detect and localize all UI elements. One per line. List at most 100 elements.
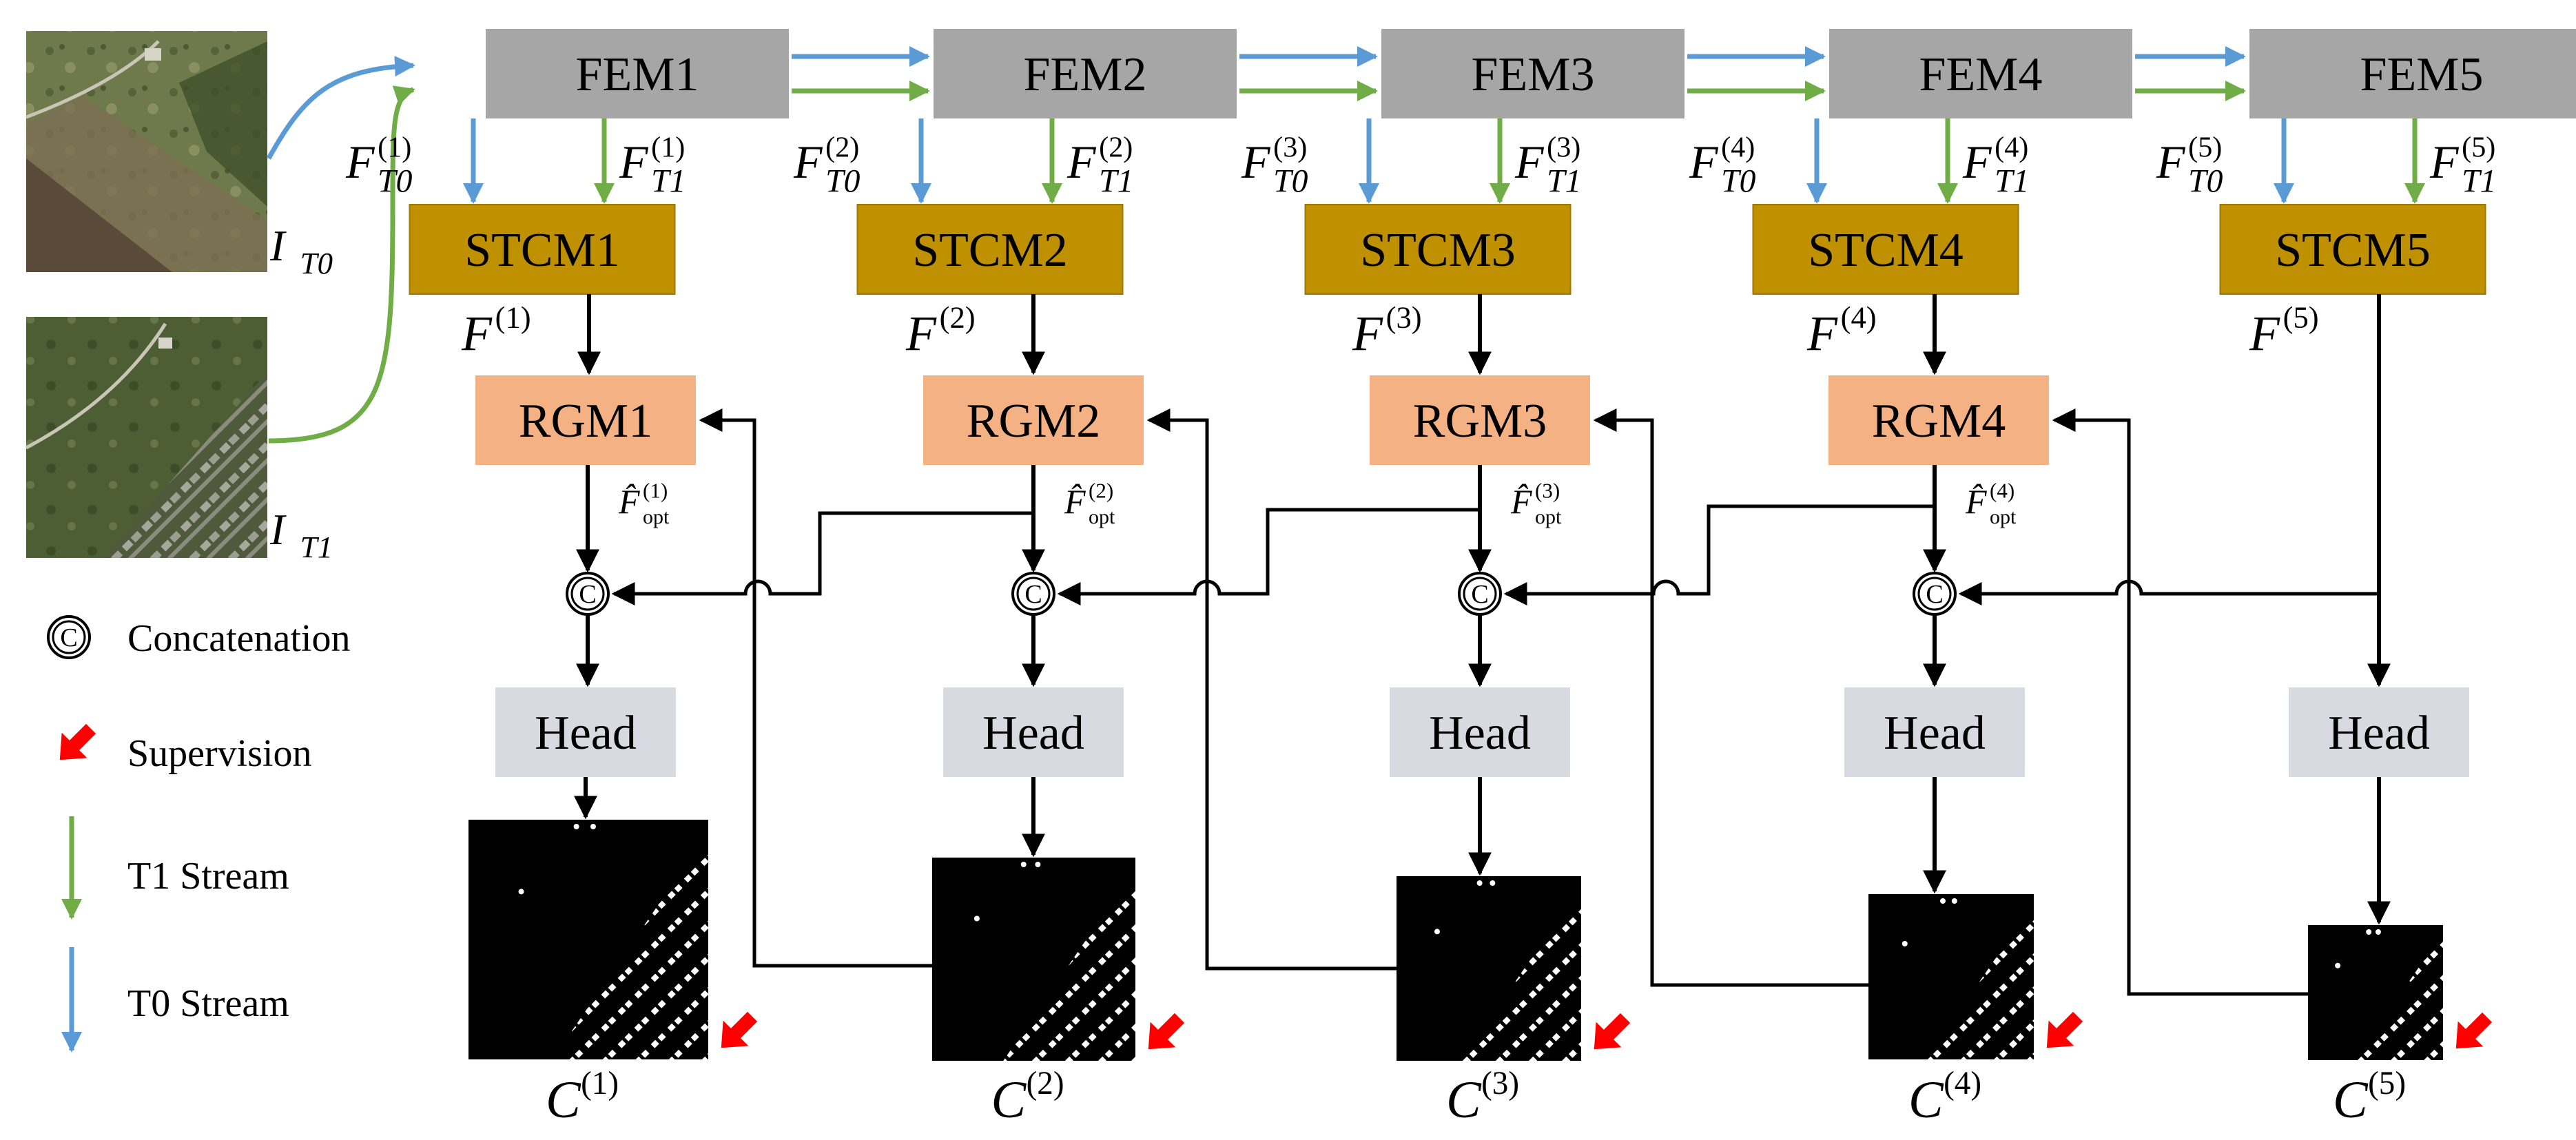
fem-box-1-label: FEM1 [576,48,699,101]
svg-text:(3): (3) [1481,1066,1519,1101]
svg-text:F: F [905,306,937,361]
stream-t1-input [268,85,415,444]
fem-box-2-label: FEM2 [1024,48,1147,101]
head-box-3: Head [1390,687,1570,777]
svg-text:T0: T0 [1721,163,1755,199]
label-f-opt-3: F̂(3)opt [1510,479,1562,529]
rgm-box-1: RGM1 [475,375,696,465]
label-f-fused-4: F(4) [1806,300,1877,361]
rgm-box-3-label: RGM3 [1413,395,1547,448]
label-f-fused-5: F(5) [2249,300,2319,361]
label-f-fused-2: F(2) [905,300,976,361]
legend-supervision-icon [59,723,96,760]
legend-t1-label: T1 Stream [127,855,289,898]
svg-text:F: F [1067,136,1097,188]
svg-text:opt: opt [1990,506,2017,528]
svg-text:C: C [1926,580,1943,609]
svg-text:(1): (1) [378,131,411,163]
svg-text:(1): (1) [495,300,531,335]
skip-connection-1 [611,511,1033,605]
svg-text:C: C [1024,580,1042,609]
rgm-box-3: RGM3 [1370,375,1590,465]
svg-text:C: C [1471,580,1488,609]
svg-text:C: C [1908,1071,1944,1129]
svg-text:(1): (1) [651,131,685,163]
label-f-t0-5: F(5)T0 [2156,131,2223,199]
label-f-t1-4: F(4)T1 [1962,131,2029,199]
svg-text:T1: T1 [1547,163,1581,199]
fem-box-3-label: FEM3 [1472,48,1595,101]
stcm-box-3-label: STCM3 [1360,224,1516,277]
label-f-t1-3: F(3)T1 [1514,131,1581,199]
output-map-4 [1868,894,2034,1059]
svg-text:F: F [2429,136,2460,188]
rgm-box-2: RGM2 [923,375,1144,465]
label-f-t1-5: F(5)T1 [2429,131,2496,199]
head-box-4: Head [1844,687,2025,777]
stcm-box-4-label: STCM4 [1808,224,1964,277]
svg-text:(4): (4) [1721,131,1755,163]
label-output-5: C(5) [2333,1066,2406,1129]
svg-text:F: F [793,136,823,188]
svg-text:(5): (5) [2368,1066,2406,1101]
svg-text:C: C [60,623,77,652]
stream-t0-input [266,56,415,160]
svg-text:F̂: F̂ [618,482,640,521]
output-map-5 [2308,925,2443,1060]
svg-text:F: F [345,136,375,188]
svg-text:(2): (2) [940,300,976,335]
svg-text:(3): (3) [1547,131,1580,163]
concat-node-2: C [1011,572,1055,616]
label-f-t0-2: F(2)T0 [793,131,861,199]
svg-text:opt: opt [1089,506,1115,528]
svg-text:(2): (2) [1027,1066,1064,1101]
legend-concat-label: Concatenation [127,617,350,660]
svg-text:T0: T0 [1273,163,1308,199]
concat-node-3: C [1458,572,1502,616]
svg-text:F̂: F̂ [1064,482,1086,521]
svg-text:F: F [619,136,649,188]
svg-text:F: F [1514,136,1545,188]
input-image-t0 [25,31,267,272]
rgm-box-4: RGM4 [1828,375,2049,465]
label-f-t0-4: F(4)T0 [1689,131,1756,199]
label-f-t1-1: F(1)T1 [619,131,686,199]
svg-text:(3): (3) [1535,479,1560,503]
label-f-opt-1: F̂(1)opt [618,479,670,529]
svg-text:C: C [546,1071,581,1129]
svg-text:(5): (5) [2188,131,2222,163]
rgm-box-1-label: RGM1 [519,395,652,448]
stcm-box-1-label: STCM1 [464,224,620,277]
svg-text:T0: T0 [300,246,333,280]
svg-text:F̂: F̂ [1965,482,1987,521]
svg-text:opt: opt [643,506,670,528]
svg-text:(3): (3) [1386,300,1422,335]
supervision-arrow-2 [1148,1013,1185,1050]
skip-connection-4 [1958,579,2379,605]
svg-text:C: C [579,580,596,609]
label-output-2: C(2) [991,1066,1064,1129]
svg-text:T1: T1 [1099,163,1133,199]
svg-text:(2): (2) [825,131,859,163]
label-output-1: C(1) [546,1066,619,1129]
fem-box-4-label: FEM4 [1919,48,2043,101]
label-f-t1-2: F(2)T1 [1067,131,1133,199]
svg-text:T0: T0 [825,163,860,199]
svg-text:T1: T1 [2462,163,2496,199]
svg-text:T1: T1 [1995,163,2029,199]
head-box-2: Head [943,687,1124,777]
svg-text:(1): (1) [581,1066,619,1101]
svg-text:(4): (4) [1944,1066,1981,1101]
stcm-box-4: STCM4 [1752,204,2019,295]
svg-text:C: C [1446,1071,1482,1129]
fem-box-2: FEM2 [934,29,1237,118]
svg-text:F̂: F̂ [1510,482,1532,521]
supervision-arrow-3 [1594,1013,1631,1050]
head-box-2-label: Head [982,707,1084,760]
supervision-arrow-4 [2046,1011,2083,1048]
head-box-5-label: Head [2328,707,2430,760]
supervision-arrow-5 [2455,1012,2493,1049]
stcm-box-1: STCM1 [409,204,676,295]
